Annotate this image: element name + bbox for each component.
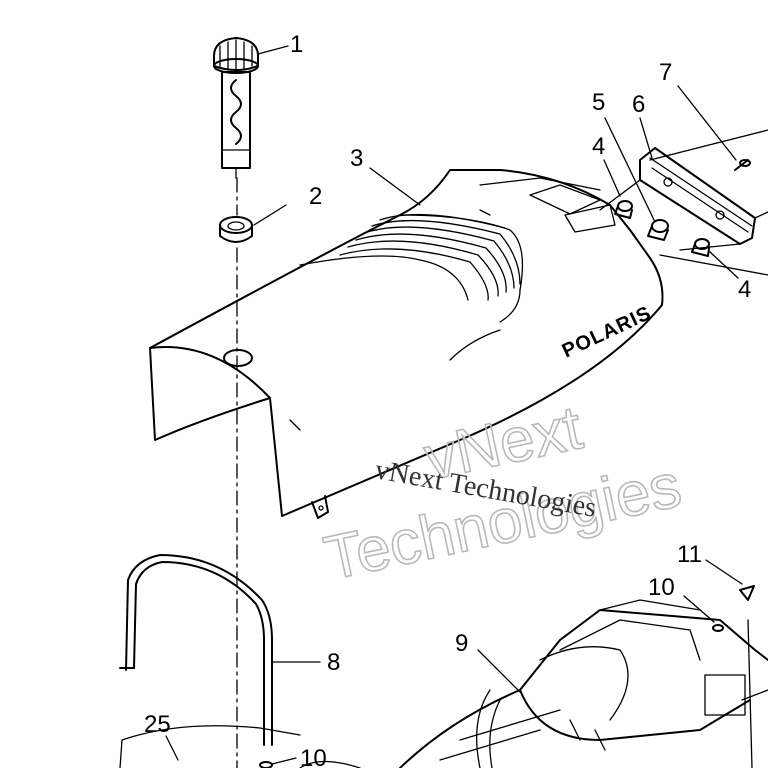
callout-5: 5	[592, 89, 605, 116]
callout-3: 3	[350, 145, 363, 172]
part-8-vent-hose	[119, 554, 273, 746]
callout-10-lower: 10	[300, 745, 327, 768]
part-10-cap-upper	[712, 624, 724, 632]
part-7-screw	[734, 159, 751, 171]
callout-6: 6	[632, 91, 645, 118]
callout-8: 8	[327, 649, 340, 676]
callout-2: 2	[309, 183, 322, 210]
callout-7: 7	[659, 59, 672, 86]
callout-1: 1	[290, 31, 303, 58]
watermark: vNext Technologies vNext Technologies	[318, 392, 688, 594]
part-5-bushing	[647, 219, 669, 241]
part-4-bushing-upper	[614, 200, 633, 219]
part-4-bushing-lower	[691, 238, 710, 257]
callout-10-upper: 10	[648, 574, 675, 601]
leader-lines	[165, 45, 743, 765]
callout-4-lower: 4	[738, 276, 751, 303]
polaris-logo: POLARIS	[559, 302, 655, 362]
part-9-fuel-tank-assembly	[119, 599, 768, 768]
part-6-bracket	[599, 129, 768, 276]
part-10-cap-lower	[259, 761, 273, 768]
part-3-tank-cover	[149, 169, 664, 519]
part-11-plug	[739, 585, 755, 601]
callout-25: 25	[144, 711, 171, 738]
callout-9: 9	[455, 630, 468, 657]
part-1-fuel-cap-gauge	[213, 37, 259, 179]
part-2-grommet	[219, 216, 253, 243]
callout-11: 11	[677, 541, 702, 568]
callout-4-upper: 4	[592, 133, 605, 160]
